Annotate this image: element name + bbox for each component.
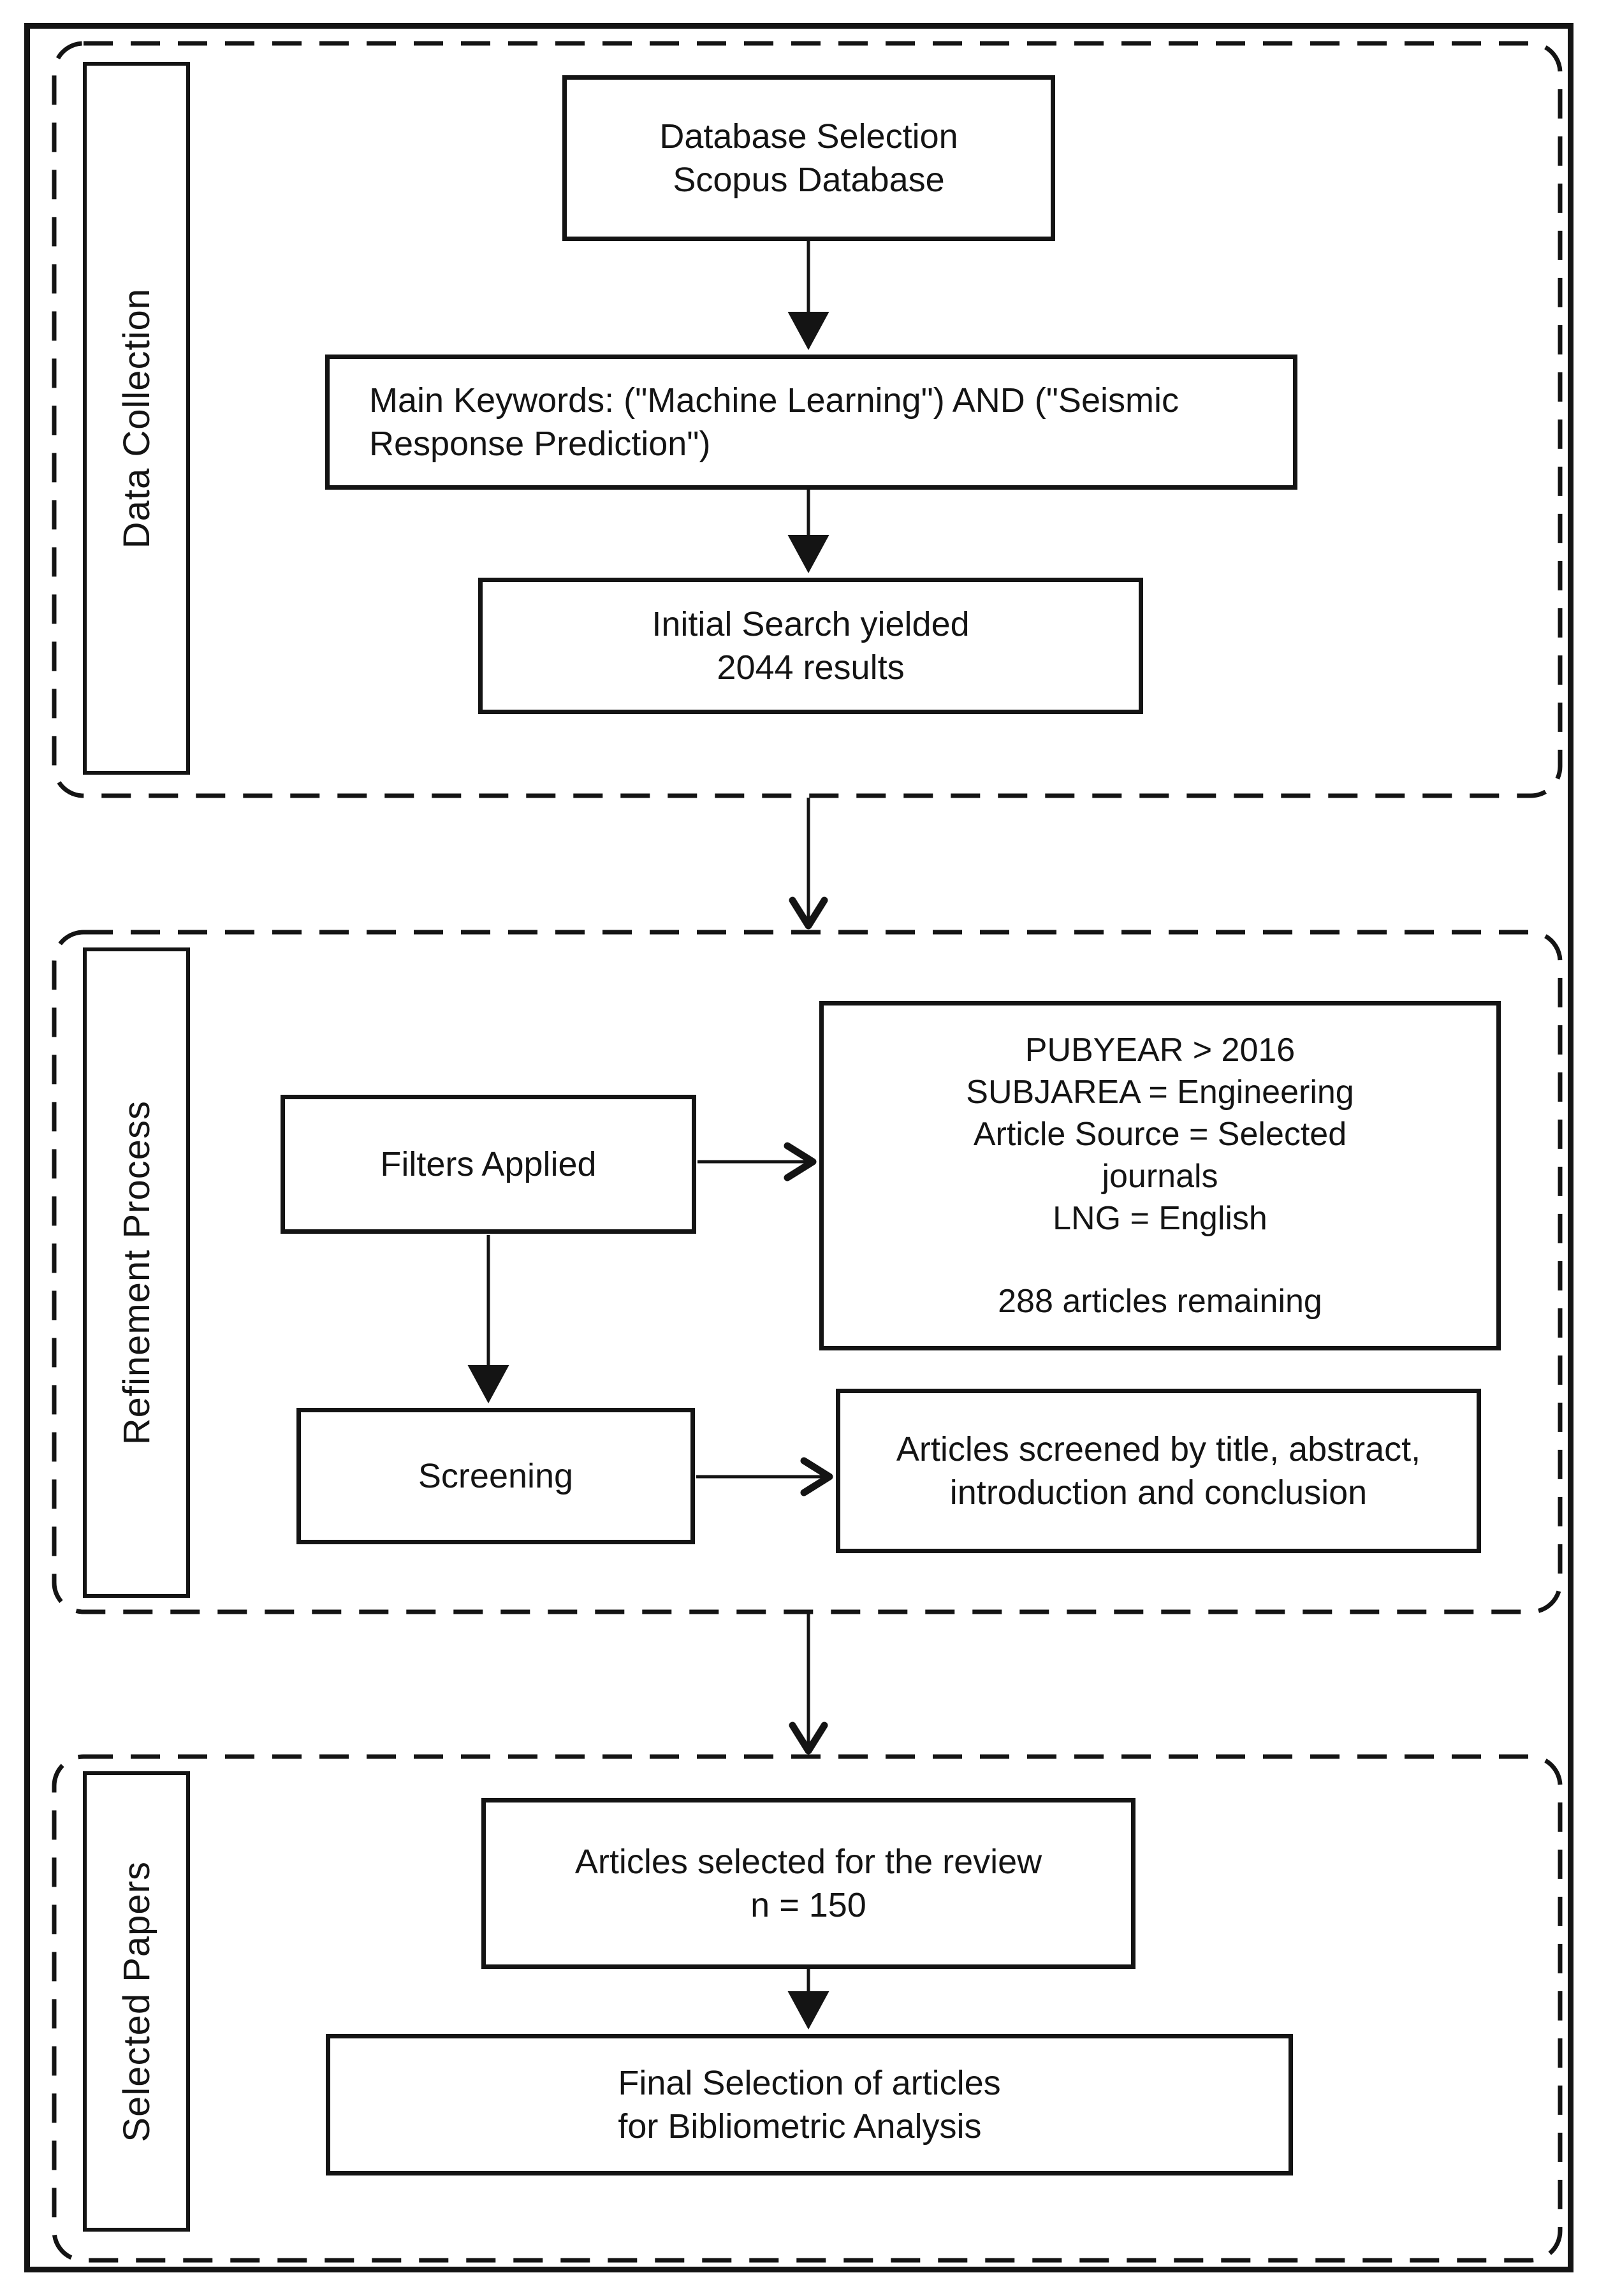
box-text-line: Scopus Database [673,161,945,199]
box-screening: Screening [296,1408,695,1544]
box-text-line: Articles selected for the review [574,1843,1042,1881]
box-text-line: introduction and conclusion [949,1473,1368,1512]
box-text-line: Final Selection of articles [618,2064,1001,2102]
box-text-line: for Bibliometric Analysis [618,2107,982,2146]
box-text-line: Articles screened by title, abstract, [896,1430,1421,1468]
box-main-keywords: Main Keywords: ("Machine Learning") AND … [325,355,1297,490]
box-final-selection: Final Selection of articles for Bibliome… [326,2034,1293,2175]
box-text-line: PUBYEAR > 2016 [1025,1032,1296,1069]
box-text-line: Article Source = Selected [973,1116,1347,1153]
box-text-line: LNG = English [1053,1200,1267,1237]
section-label-data-collection: Data Collection [83,62,190,775]
box-text-line: journals [1102,1158,1218,1195]
section-label-text: Refinement Process [115,1100,157,1445]
section-label-refinement-process: Refinement Process [83,947,190,1598]
outer-border [24,23,1573,2272]
box-database-selection: Database Selection Scopus Database [562,75,1055,241]
section-label-text: Data Collection [115,288,157,549]
section-label-text: Selected Papers [115,1861,157,2142]
box-initial-search: Initial Search yielded 2044 results [478,578,1143,714]
box-text-line: Initial Search yielded [652,605,970,643]
box-text-line: Screening [418,1457,574,1495]
box-screening-details: Articles screened by title, abstract, in… [836,1389,1481,1553]
section-label-selected-papers: Selected Papers [83,1771,190,2232]
box-text-line: Main Keywords: ("Machine Learning") AND … [369,381,1179,420]
box-text-line: 2044 results [717,648,905,687]
box-filter-details: PUBYEAR > 2016 SUBJAREA = Engineering Ar… [819,1001,1501,1350]
box-filters-applied: Filters Applied [281,1095,696,1234]
box-text-line: Response Prediction") [369,425,711,463]
box-text-line: SUBJAREA = Engineering [966,1074,1354,1111]
box-text-line: 288 articles remaining [998,1283,1322,1320]
box-text-line: n = 150 [750,1886,866,1924]
box-text-line: Database Selection [659,117,958,156]
box-text-line: Filters Applied [380,1145,597,1183]
box-articles-selected: Articles selected for the review n = 150 [481,1798,1135,1969]
